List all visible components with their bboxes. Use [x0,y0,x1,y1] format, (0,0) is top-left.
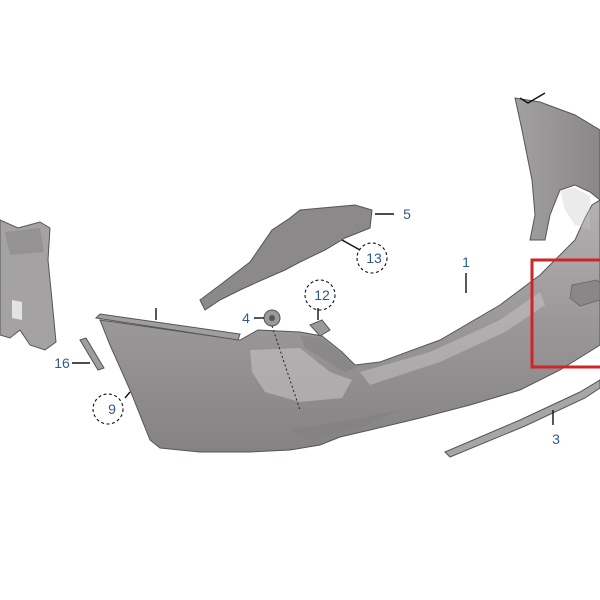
callout-4: 4 [242,310,250,326]
fastener-part [309,319,331,337]
callout-circle-13 [356,242,388,274]
callout-1: 1 [462,254,470,270]
clip-part [263,309,281,327]
small-strip-part [79,337,105,371]
callout-3: 3 [552,431,560,447]
lower-trim-strip-part [444,379,600,458]
callout-12: 12 [314,287,330,303]
assembly-dashed-line [271,325,301,411]
callout-16: 16 [54,355,70,371]
upper-guide-bracket-part [199,204,373,311]
callout-9: 9 [108,401,116,417]
edge-strip-part [94,313,241,341]
bumper-cover-part [99,97,600,453]
callout-13: 13 [366,250,382,266]
callout-5: 5 [403,206,411,222]
callout-circle-12 [304,279,336,311]
callout-circle-9 [92,393,124,425]
leader-lines [72,92,554,425]
highlight-box [530,258,600,369]
